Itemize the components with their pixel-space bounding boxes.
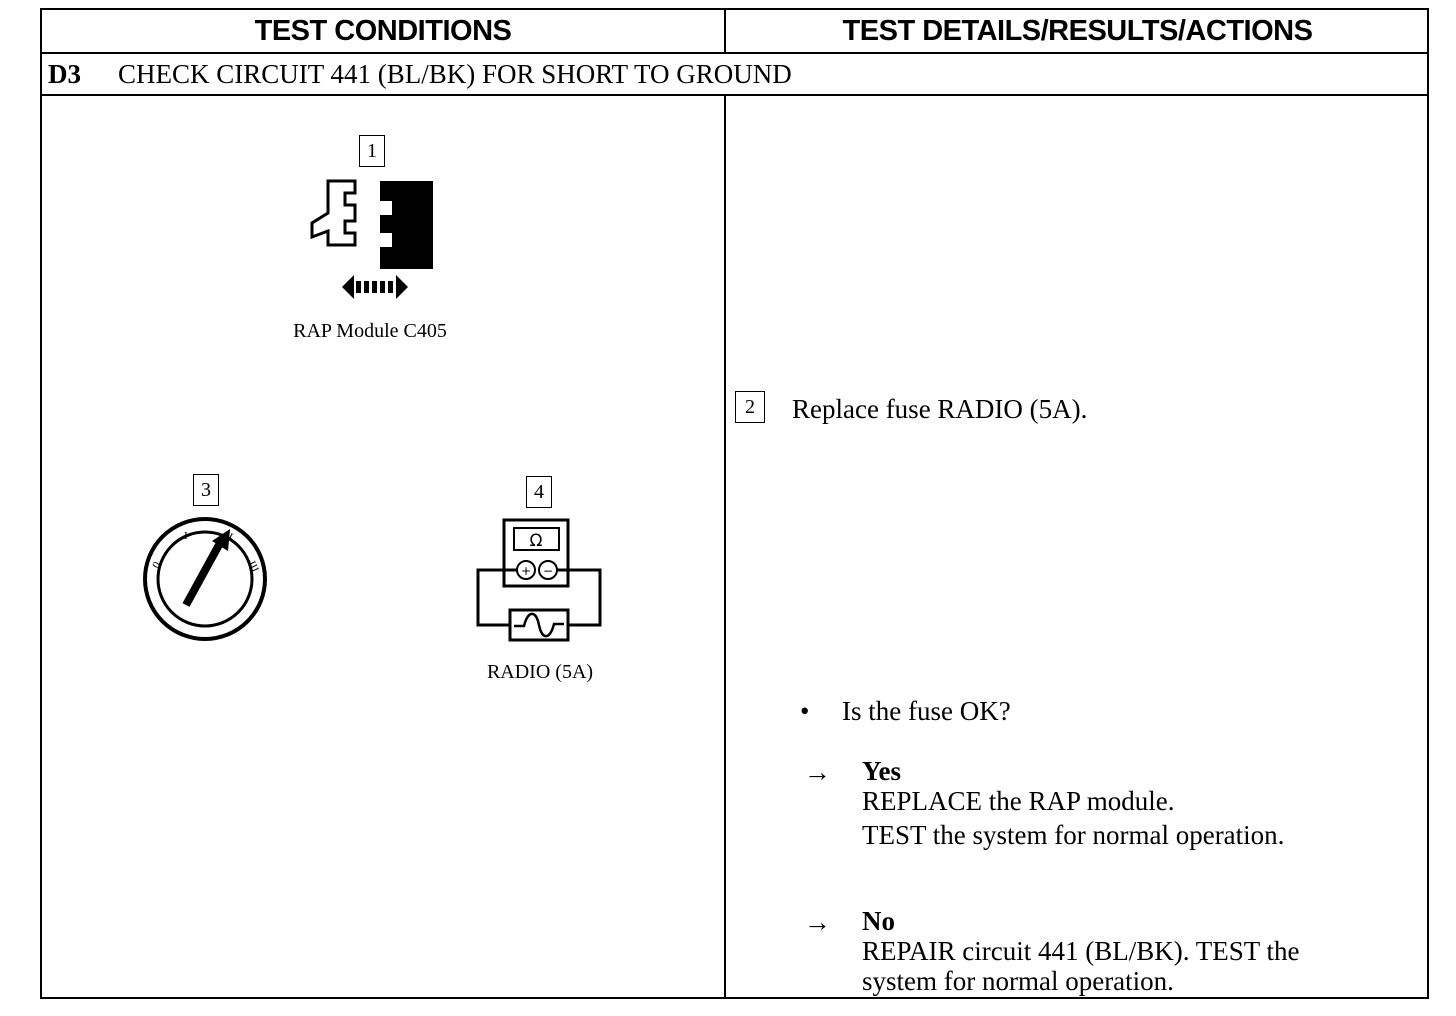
ignition-label-3: III [245, 559, 261, 574]
body-column-divider [724, 94, 726, 997]
step-row: D3 CHECK CIRCUIT 441 (BL/BK) FOR SHORT T… [42, 54, 792, 94]
no-line-1: REPAIR circuit 441 (BL/BK). TEST the [862, 936, 1300, 966]
header-divider [42, 52, 1427, 54]
figure-4-number: 4 [526, 476, 552, 508]
figure-4-caption: RADIO (5A) [486, 661, 594, 683]
ignition-label-0: 0 [150, 559, 163, 570]
step-title: CHECK CIRCUIT 441 (BL/BK) FOR SHORT TO G… [118, 58, 792, 89]
figure-3-number: 3 [193, 474, 219, 506]
header-test-details: TEST DETAILS/RESULTS/ACTIONS [842, 14, 1313, 47]
yes-line-1: REPLACE the RAP module. [862, 786, 1175, 816]
header-test-conditions: TEST CONDITIONS [254, 14, 512, 47]
figure-1-caption: RAP Module C405 [293, 320, 447, 342]
ignition-label-1: I [184, 530, 188, 542]
connector-icon [310, 179, 433, 299]
header-column-divider [724, 10, 726, 52]
step-id: D3 [48, 58, 81, 89]
ohm-symbol: Ω [530, 531, 543, 551]
question-text: Is the fuse OK? [842, 696, 1011, 726]
action-text: Replace fuse RADIO (5A). [792, 394, 1088, 424]
test-table: TEST CONDITIONS TEST DETAILS/RESULTS/ACT… [40, 8, 1429, 999]
no-answer: No [862, 906, 895, 936]
figure-1-number: 1 [359, 135, 385, 167]
no-arrow: → [804, 907, 831, 937]
step-divider [42, 94, 1427, 96]
plus-terminal: + [521, 564, 531, 578]
ohmmeter-icon: Ω + − [476, 518, 602, 642]
action-number: 2 [735, 391, 765, 423]
no-line-2: system for normal operation. [862, 966, 1174, 996]
yes-answer: Yes [862, 756, 901, 786]
yes-arrow: → [804, 757, 831, 787]
minus-terminal: − [543, 564, 553, 578]
yes-line-2: TEST the system for normal operation. [862, 820, 1285, 850]
question-bullet: • [800, 696, 810, 726]
ignition-switch-icon: 0 I II III [143, 517, 267, 641]
